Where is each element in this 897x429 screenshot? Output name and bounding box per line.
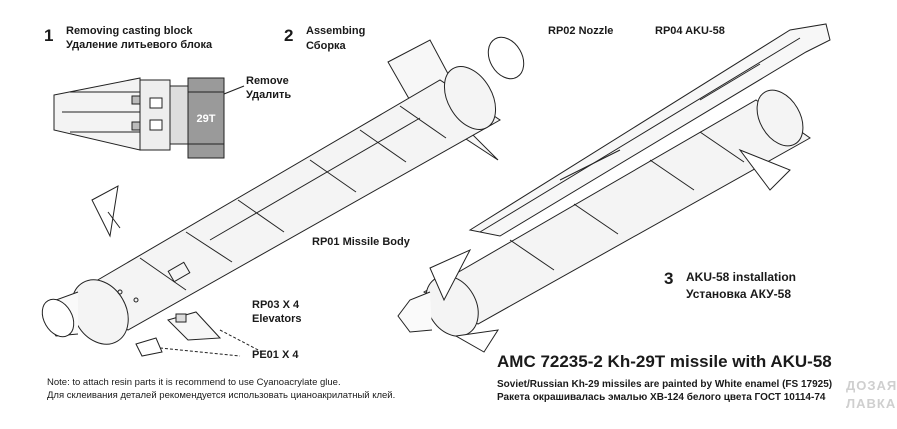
rp02-label: RP02 Nozzle [548,25,614,37]
step-3-title-en: AKU-58 installation [686,270,797,284]
paint-note-ru: Ракета окрашивалась эмалью ХВ-124 белого… [497,392,826,403]
missile-body-drawing [41,36,525,357]
casting-marking: 29T [197,113,216,125]
step-1-number: 1 [44,26,54,45]
step-2-number: 2 [284,26,294,45]
step-3-number: 3 [664,269,674,288]
rp04-label: RP04 AKU-58 [655,25,725,37]
step-1-title-ru: Удаление литьевого блока [66,39,213,51]
remove-label-ru: Удалить [246,89,292,101]
rp03-label: RP03 X 4 [252,299,300,311]
step-1-title-en: Removing casting block [66,25,193,37]
paint-note-en: Soviet/Russian Kh-29 missiles are painte… [497,379,833,390]
sheet-title: AMC 72235-2 Kh-29T missile with AKU-58 [497,352,832,371]
watermark-line-1: ДОЗАЯ [846,378,897,393]
step-2-title-ru: Сборка [306,40,346,52]
casting-block-drawing [53,77,245,159]
glue-note-ru: Для склеивания деталей рекомендуется исп… [47,390,396,401]
step-2-title-en: Assembing [306,25,366,37]
watermark-line-2: ЛАВКА [846,396,897,411]
remove-label-en: Remove [246,75,289,87]
rp01-label: RP01 Missile Body [312,236,410,248]
step-3-title-ru: Установка АКУ-58 [686,287,791,301]
rp03-sub-label: Elevators [252,313,302,325]
pe01-label: PE01 X 4 [252,349,299,361]
glue-note-en: Note: to attach resin parts it is recomm… [47,377,341,388]
aku58-installation-drawing [397,23,831,353]
